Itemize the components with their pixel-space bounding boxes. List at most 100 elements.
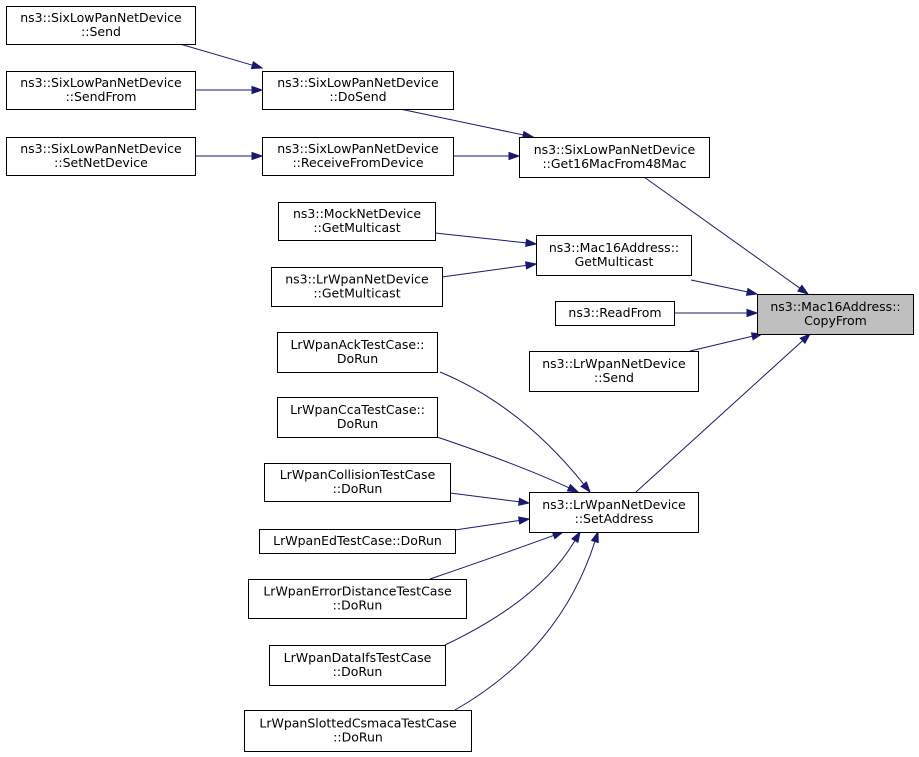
node-box[interactable] — [262, 137, 454, 176]
node-ed-dorun[interactable]: LrWpanEdTestCase::DoRun — [259, 529, 456, 554]
node-box[interactable] — [278, 202, 436, 241]
node-collision-dorun[interactable]: LrWpanCollisionTestCase::DoRun — [264, 463, 451, 502]
edge-ack_dorun-to-lrwpan_setaddress — [439, 371, 591, 494]
edge-arrowhead — [746, 308, 759, 318]
node-box[interactable] — [519, 137, 710, 178]
edge-lrwpan_send-to-mac16_copyfrom — [689, 332, 764, 352]
node-six-receivefromdevice[interactable]: ns3::SixLowPanNetDevice::ReceiveFromDevi… — [262, 137, 454, 176]
edge-line — [689, 335, 753, 352]
edge-line — [179, 43, 253, 66]
node-six-send[interactable]: ns3::SixLowPanNetDevice::Send — [6, 6, 196, 45]
edge-arrowhead — [797, 284, 810, 295]
node-slotted-dorun[interactable]: LrWpanSlottedCsmacaTestCase::DoRun — [244, 710, 472, 752]
node-box[interactable] — [259, 529, 456, 554]
node-label-line: ::DoRun — [333, 481, 383, 496]
node-label-line: DoRun — [337, 416, 378, 431]
edge-mac16_getmulticast-to-mac16_copyfrom — [690, 279, 759, 296]
node-label-line: ns3::SixLowPanNetDevice — [277, 75, 439, 90]
node-label-line: ::Send — [81, 24, 121, 39]
edge-readfrom-to-mac16_copyfrom — [674, 308, 759, 318]
node-box[interactable] — [6, 71, 196, 110]
edge-line — [643, 176, 801, 289]
edge-arrowhead — [518, 497, 531, 506]
edge-arrowhead — [508, 151, 521, 161]
edge-lrwpan_setaddress-to-mac16_copyfrom — [635, 332, 812, 493]
node-label-line: LrWpanSlottedCsmacaTestCase — [259, 716, 457, 731]
node-box[interactable] — [262, 71, 454, 110]
edge-line — [439, 371, 585, 485]
edge-six_get16mac-to-mac16_copyfrom — [643, 176, 810, 295]
node-lrwpan-send[interactable]: ns3::LrWpanNetDevice::Send — [529, 351, 699, 392]
node-label-line: LrWpanErrorDistanceTestCase — [263, 584, 452, 599]
node-box[interactable] — [277, 332, 438, 373]
node-lrwpan-getmulticast[interactable]: ns3::LrWpanNetDevice::GetMulticast — [271, 267, 443, 307]
node-label-line: ns3::LrWpanNetDevice — [542, 497, 686, 512]
edge-six_send-to-six_dosend — [179, 43, 264, 70]
node-readfrom[interactable]: ns3::ReadFrom — [555, 301, 675, 326]
edge-line — [399, 108, 524, 136]
edge-line — [454, 519, 520, 531]
edge-line — [436, 436, 570, 489]
node-lrwpan-setaddress[interactable]: ns3::LrWpanNetDevice::SetAddress — [529, 492, 699, 533]
edge-arrowhead — [590, 530, 599, 544]
edge-arrowhead — [580, 481, 591, 494]
node-ack-dorun[interactable]: LrWpanAckTestCase::DoRun — [277, 332, 438, 373]
edge-line — [429, 534, 554, 580]
node-label-line: CopyFrom — [804, 313, 867, 328]
edge-six_setnetdevice-to-six_receivefromdevice — [195, 151, 264, 161]
node-mock-getmulticast[interactable]: ns3::MockNetDevice::GetMulticast — [278, 202, 436, 241]
node-box[interactable] — [555, 301, 675, 326]
edge-lrwpan_getmulticast-to-mac16_getmulticast — [441, 261, 538, 278]
node-six-dosend[interactable]: ns3::SixLowPanNetDevice::DoSend — [262, 71, 454, 110]
node-mac16-getmulticast[interactable]: ns3::Mac16Address::GetMulticast — [536, 235, 692, 276]
node-label-line: ns3::SixLowPanNetDevice — [20, 10, 182, 25]
node-cca-dorun[interactable]: LrWpanCcaTestCase::DoRun — [277, 397, 438, 438]
node-box[interactable] — [271, 267, 443, 307]
node-label-line: ::Get16MacFrom48Mac — [542, 156, 686, 171]
edge-line — [441, 264, 527, 278]
node-label-line: ::GetMulticast — [313, 286, 400, 301]
edge-arrowhead — [799, 332, 812, 345]
edge-cca_dorun-to-lrwpan_setaddress — [436, 436, 580, 493]
node-box[interactable] — [269, 645, 446, 686]
node-box[interactable] — [757, 294, 914, 335]
node-label-line: ::DoSend — [329, 89, 386, 104]
node-box[interactable] — [264, 463, 451, 502]
node-errdist-dorun[interactable]: LrWpanErrorDistanceTestCase::DoRun — [248, 579, 467, 619]
node-box[interactable] — [536, 235, 692, 276]
edge-collision_dorun-to-lrwpan_setaddress — [449, 492, 531, 506]
edge-arrowhead — [251, 151, 264, 161]
node-label-line: ns3::SixLowPanNetDevice — [20, 141, 182, 156]
node-label-line: LrWpanEdTestCase::DoRun — [273, 533, 442, 548]
edge-six_receivefromdevice-to-six_get16mac — [453, 151, 521, 161]
node-label-line: ns3::ReadFrom — [568, 305, 661, 320]
node-label-line: ns3::SixLowPanNetDevice — [20, 75, 182, 90]
node-six-get16mac[interactable]: ns3::SixLowPanNetDevice::Get16MacFrom48M… — [519, 137, 710, 178]
node-six-setnetdevice[interactable]: ns3::SixLowPanNetDevice::SetNetDevice — [6, 137, 196, 176]
edge-six_sendfrom-to-six_dosend — [195, 85, 264, 95]
node-mac16-copyfrom[interactable]: ns3::Mac16Address::CopyFrom — [757, 294, 914, 335]
edge-arrowhead — [571, 530, 581, 544]
node-label-line: ::SendFrom — [66, 89, 137, 104]
node-dataifs-dorun[interactable]: LrWpanDataIfsTestCase::DoRun — [269, 645, 446, 686]
node-box[interactable] — [277, 397, 438, 438]
node-box[interactable] — [6, 6, 196, 45]
node-label-line: LrWpanAckTestCase:: — [290, 337, 424, 352]
node-box[interactable] — [529, 351, 699, 392]
node-label-line: LrWpanDataIfsTestCase — [284, 650, 432, 665]
edge-line — [444, 540, 576, 646]
node-six-sendfrom[interactable]: ns3::SixLowPanNetDevice::SendFrom — [6, 71, 196, 110]
node-label-line: ns3::MockNetDevice — [293, 206, 421, 221]
edge-arrowhead — [525, 261, 538, 270]
edge-six_dosend-to-six_get16mac — [399, 108, 535, 139]
node-box[interactable] — [6, 137, 196, 176]
edge-slotted_dorun-to-lrwpan_setaddress — [454, 530, 599, 711]
node-label-line: LrWpanCcaTestCase:: — [290, 402, 425, 417]
node-box[interactable] — [248, 579, 467, 619]
node-label-line: ::GetMulticast — [313, 220, 400, 235]
edge-mock_getmulticast-to-mac16_getmulticast — [434, 232, 538, 248]
node-label-line: ns3::SixLowPanNetDevice — [277, 141, 439, 156]
node-box[interactable] — [529, 492, 699, 533]
node-box[interactable] — [244, 710, 472, 752]
